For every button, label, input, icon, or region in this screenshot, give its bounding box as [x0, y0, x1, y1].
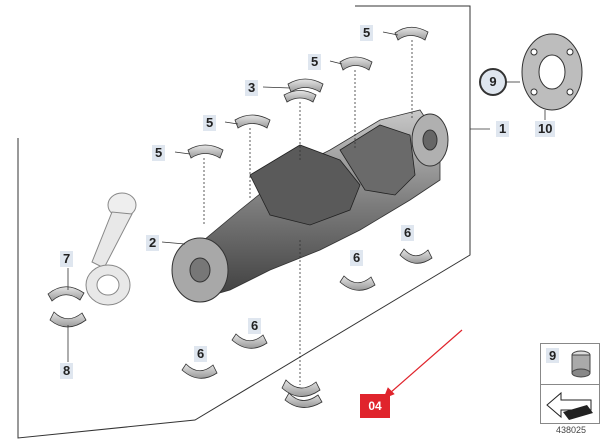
- callout-5: 5: [308, 54, 322, 70]
- highlighted-part-label[interactable]: 04: [360, 394, 390, 418]
- group-frame: [17, 5, 471, 439]
- dowel-sleeve-icon: [571, 350, 591, 378]
- flex-plate: [521, 33, 583, 111]
- callout-10: 10: [535, 121, 556, 137]
- bearing-shells: [47, 26, 433, 408]
- legend-part-9: 9: [540, 343, 600, 385]
- callout-5: 5: [152, 145, 166, 161]
- callout-3: 3: [245, 80, 259, 96]
- crankshaft: [171, 109, 449, 303]
- legend-num-9: 9: [546, 348, 560, 363]
- legend-direction: [540, 384, 600, 424]
- diagram-id: 438025: [556, 425, 587, 435]
- callout-9-circle: 9: [479, 68, 507, 96]
- callout-8: 8: [60, 363, 74, 379]
- callout-7: 7: [60, 251, 74, 267]
- callout-6: 6: [401, 225, 415, 241]
- callout-6: 6: [194, 346, 208, 362]
- direction-arrow-icon: [546, 391, 593, 420]
- callout-6: 6: [248, 318, 262, 334]
- connecting-rod: [85, 192, 137, 306]
- callout-5: 5: [203, 115, 217, 131]
- callout-6: 6: [350, 250, 364, 266]
- callout-1: 1: [496, 121, 510, 137]
- callout-2: 2: [146, 235, 160, 251]
- callout-5: 5: [360, 25, 374, 41]
